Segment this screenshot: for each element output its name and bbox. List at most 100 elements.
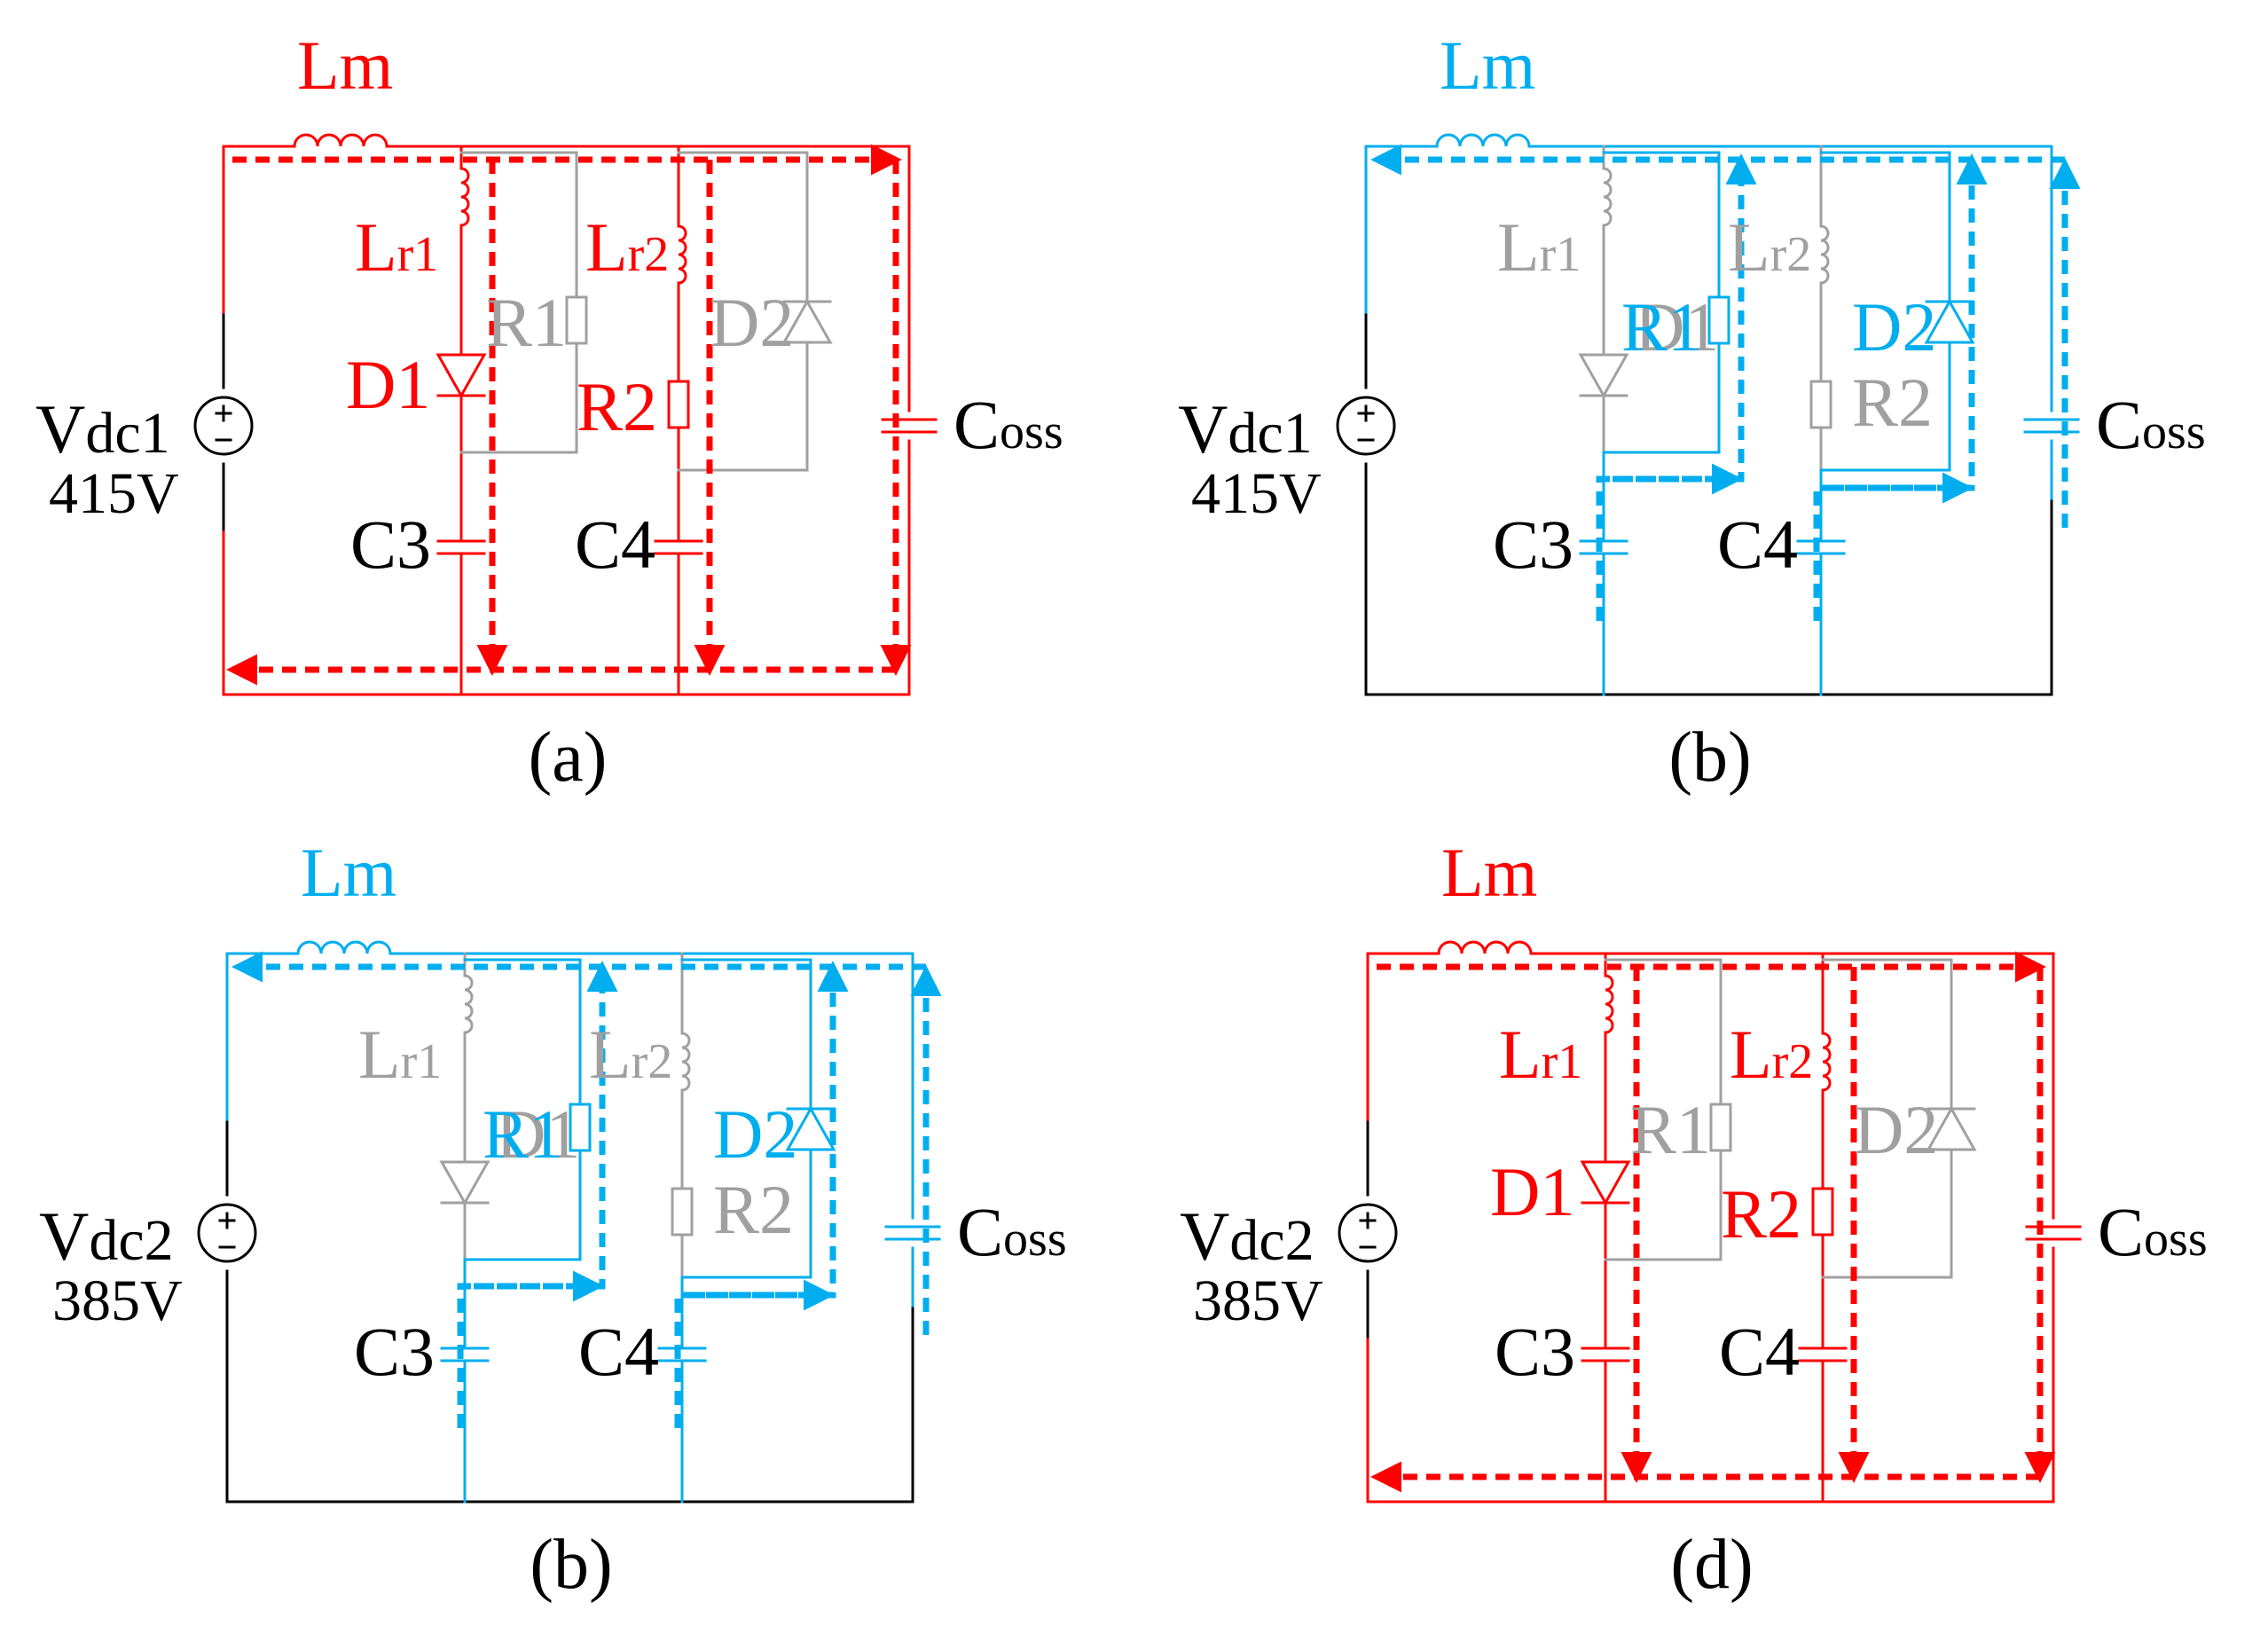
lm-label-main: Lm [1440,27,1535,104]
lm-inductor [1437,940,1533,954]
source-label-main: V [35,390,85,467]
d1-diode [436,353,487,399]
source-label: Vdc2 [39,1197,174,1275]
r1-resistor [1709,1103,1732,1152]
r2-label: R2 [1852,364,1933,441]
lr2-label: Lr2 [585,208,669,286]
lm-label: Lm [1440,27,1535,104]
d2-label: D2 [1852,288,1936,365]
lr1-inductor [1603,167,1613,227]
d1-label-main: D1 [1490,1153,1574,1230]
source-label-sub: dc1 [1228,401,1312,466]
c4-capacitor [1798,1346,1848,1362]
coss-label: Coss [957,1193,1067,1270]
lr2-label: Lr2 [589,1016,672,1093]
d1-diode [1578,353,1629,399]
c4-capacitor [654,539,703,555]
lr1-label-sub: r1 [1540,227,1581,282]
lm-inductor [293,133,388,147]
panel-caption: (a) [529,718,608,797]
c3-label: C3 [350,506,431,583]
c3-label-main: C3 [1493,506,1573,583]
r2-label-main: R2 [1852,364,1933,441]
d2-label: D2 [710,284,794,361]
c3-label: C3 [354,1313,435,1390]
d1-label: D1 [1635,288,1719,365]
source-label-sub: dc1 [85,401,169,466]
source-label: Vdc1 [1178,390,1313,467]
r1-label-main: R1 [483,1095,563,1173]
lr1-label-sub: r1 [401,1034,443,1089]
lr2-label-sub: r2 [1772,1034,1814,1089]
c3-capacitor [440,1346,490,1362]
r2-resistor [671,1187,694,1237]
lr2-label-main: L [1730,1016,1772,1093]
panel-caption: (b) [530,1526,612,1604]
current-path-branch2 [1813,153,1988,621]
r1-resistor [565,295,588,345]
d1-label: D1 [346,346,430,423]
panel-caption: (b) [1668,718,1751,797]
source-label: Vdc2 [1180,1197,1314,1275]
lr2-label: Lr2 [1730,1016,1813,1093]
c3-label: C3 [1495,1313,1575,1390]
source-label: Vdc1 [35,390,170,467]
coss-label-sub: oss [2144,1212,2208,1267]
d1-label-main: D1 [1635,288,1719,365]
d1-diode-body [436,353,487,399]
source-value: 385V [1193,1268,1323,1333]
source-value: 415V [49,461,179,526]
lr2-label-main: L [585,208,628,286]
coss-label: Coss [954,386,1063,463]
source-value: 385V [52,1268,183,1333]
coss-label-main: C [2096,386,2142,463]
dc-source-circle [1338,1203,1398,1263]
d1-diode [439,1160,490,1206]
dc-source-circle [197,1203,257,1263]
dc-source [197,1203,257,1263]
c4-label: C4 [575,506,655,583]
d1-diode-body [1580,1160,1631,1206]
source-value: 415V [1191,461,1322,526]
source-label-sub: dc2 [89,1208,173,1273]
c4-label: C4 [1719,1313,1800,1390]
lr1-label-sub: r1 [397,227,439,282]
dc-source-circle [1336,396,1396,456]
r2-label-main: R2 [1721,1175,1801,1252]
lm-inductor [296,940,392,954]
d2-label-main: D2 [1854,1091,1938,1168]
lm-label-main: Lm [1441,834,1537,911]
c3-capacitor [1579,539,1628,555]
r2-label: R2 [713,1171,794,1248]
r2-resistor [667,380,690,429]
panel-caption: (d) [1670,1526,1753,1604]
r2-resistor [1811,1187,1834,1237]
r1-label-main: R1 [1630,1091,1711,1168]
lr1-label: Lr1 [355,208,438,286]
coss-label: Coss [2096,386,2206,463]
lm-inductor [1435,133,1531,147]
r1-label: R1 [1621,288,1702,365]
lr2-label-main: L [1728,208,1770,286]
source-label-main: V [39,1197,89,1275]
d1-label: D1 [496,1095,580,1173]
lr1-inductor [1605,974,1614,1034]
d2-label-main: D2 [710,284,794,361]
coss-label-main: C [2098,1193,2144,1270]
current-path-branch2 [674,961,849,1428]
c3-capacitor [436,539,486,555]
r1-label-main: R1 [1621,288,1702,365]
source-label-main: V [1178,390,1228,467]
r2-resistor [1809,380,1832,429]
lr1-label-main: L [1497,208,1540,286]
c3-label-main: C3 [350,506,431,583]
c4-label-main: C4 [1719,1313,1800,1390]
lm-label-main: Lm [297,27,393,104]
dc-source [193,396,254,456]
c3-label: C3 [1493,506,1573,583]
d2-label: D2 [713,1095,797,1173]
